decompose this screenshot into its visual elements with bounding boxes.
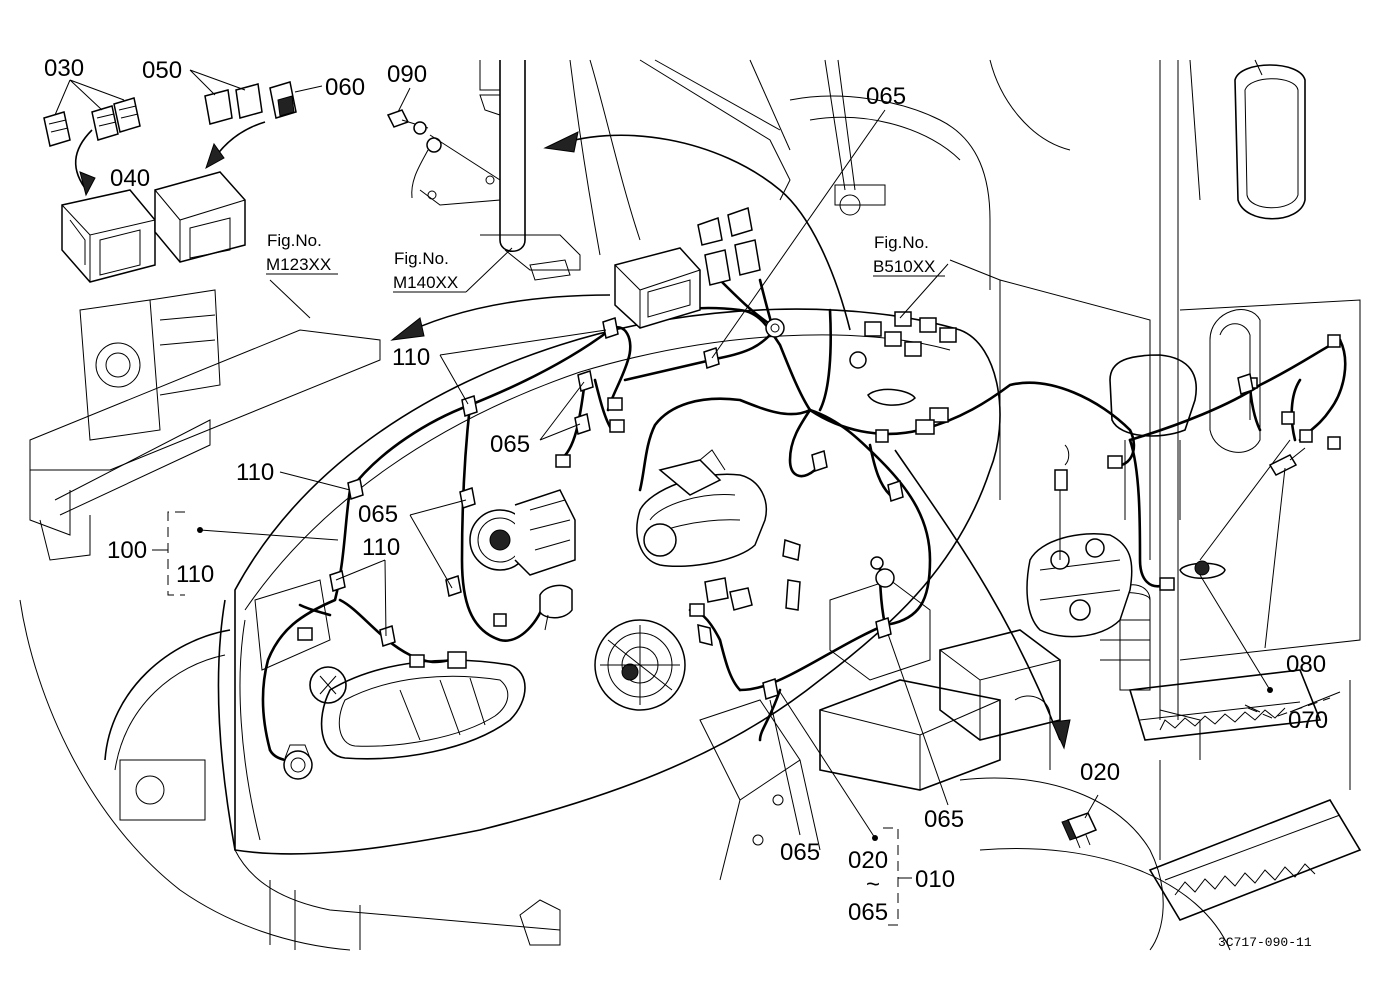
label-065-b: 065: [358, 501, 398, 528]
fig-ref-m140-prefix: Fig.No.: [394, 249, 449, 268]
label-065-a: 065: [490, 431, 530, 458]
harness-clamps: [329, 317, 1254, 700]
label-100: 100: [107, 537, 147, 564]
valve-block: [1026, 444, 1133, 638]
label-010: 010: [915, 866, 955, 893]
engine-sensors: [697, 538, 895, 646]
harness-connectors: [297, 334, 1341, 669]
label-110-d: 110: [362, 534, 400, 561]
leader-lines: [54, 69, 1341, 841]
label-090: 090: [387, 61, 427, 88]
label-050: 050: [142, 57, 182, 84]
alternator: [594, 619, 686, 711]
connector-b510-cluster: [849, 311, 957, 406]
label-065-bottom: 065: [848, 899, 888, 926]
sensor-080: [1268, 447, 1306, 476]
pressure-switch: [539, 584, 573, 631]
fuse-box-center: [614, 207, 785, 338]
starter-motor: [636, 449, 767, 568]
connector-030-group: [43, 97, 141, 147]
label-110-c: 110: [176, 561, 214, 588]
fig-ref-b510-prefix: Fig.No.: [874, 233, 929, 252]
components: [43, 81, 1341, 849]
label-020-bottom: 020: [848, 847, 888, 874]
level-sensor: [1179, 439, 1291, 579]
horn: [283, 744, 313, 780]
label-020-right: 020: [1080, 759, 1120, 786]
relay-020: [1061, 812, 1098, 849]
fig-ref-m123-code: M123XX: [266, 255, 331, 274]
ground-bolt-090: [386, 109, 501, 206]
group-brackets: [167, 511, 1331, 926]
label-040: 040: [110, 165, 150, 192]
label-110-a: 110: [392, 344, 430, 371]
label-030: 030: [44, 55, 84, 82]
fig-ref-m140-code: M140XX: [393, 273, 458, 292]
label-110-b: 110: [236, 459, 274, 486]
fuse-050-group: [204, 81, 297, 125]
label-065-c: 065: [924, 806, 964, 833]
label-065-d: 065: [780, 839, 820, 866]
fig-ref-b510-code: B510XX: [873, 257, 935, 276]
routing-arrows: [74, 121, 1071, 750]
label-080: 080: [1286, 651, 1326, 678]
label-070: 070: [1288, 707, 1328, 734]
relay-box-040: [61, 171, 246, 283]
figure-references: Fig.No. M123XX Fig.No. M140XX Fig.No. B5…: [266, 231, 945, 293]
drawing-code: 3C717-090-11: [1218, 935, 1312, 950]
label-065-top: 065: [866, 83, 906, 110]
ac-compressor: [469, 489, 576, 576]
label-060: 060: [325, 74, 365, 101]
part-labels: 030 040 050 060 090 065 110 065 110 065 …: [44, 55, 1328, 926]
fig-ref-m123-prefix: Fig.No.: [267, 231, 322, 250]
label-tilde: ~: [866, 871, 880, 898]
tractor-outline: [19, 59, 1362, 951]
